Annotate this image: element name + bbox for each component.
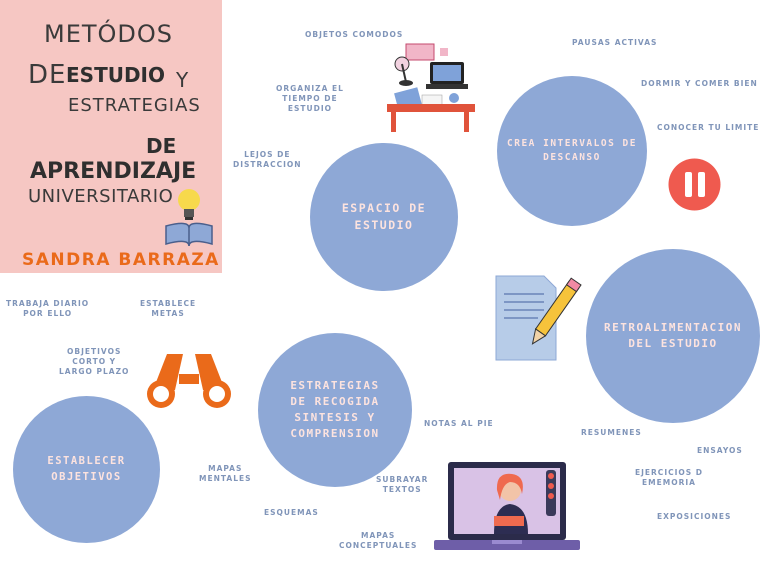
circle-estrategias-label: ESTRATEGIAS DE RECOGIDA SINTESIS Y COMPR… [290,379,380,440]
title-line-de2: DE [146,134,177,158]
note-ensayos: ENSAYOS [697,446,743,455]
title-line-aprendizaje: APRENDIZAJE [30,159,197,184]
note-dormir-comer: DORMIR Y COMER BIEN [641,79,758,88]
title-line-y: Y [176,68,190,92]
circle-intervalos-descanso: CREA INTERVALOS DE DESCANSO [497,76,647,226]
note-resumenes: RESUMENES [581,428,642,437]
note-mapas-conceptuales: MAPAS CONCEPTUALES [339,531,418,551]
note-ejercicios-memoria: EJERCICIOS D EMEMORIA [635,468,704,488]
circle-retroalimentacion: RETROALIMENTACION DEL ESTUDIO [586,249,760,423]
title-line-de: DE [28,60,67,90]
circle-espacio-estudio: ESPACIO DE ESTUDIO [310,143,458,291]
author-name: SANDRA BARRAZA [22,250,220,270]
document-pencil-icon [495,275,582,361]
note-objetivos-plazo: OBJETIVOS CORTO Y LARGO PLAZO [59,347,130,377]
circle-retro-label: RETROALIMENTACION DEL ESTUDIO [603,321,743,350]
note-conocer-limite: CONOCER TU LIMITE [657,123,760,132]
note-mapas-mentales: MAPAS MENTALES [199,464,252,484]
circle-estrategias: ESTRATEGIAS DE RECOGIDA SINTESIS Y COMPR… [258,333,412,487]
binoculars-icon [147,354,231,408]
note-pausas-activas: PAUSAS ACTIVAS [572,38,658,47]
note-objetos-comodos: OBJETOS COMODOS [305,30,404,39]
circle-espacio-label: ESPACIO DE ESTUDIO [341,201,427,232]
circle-establecer-objetivos: ESTABLECER OBJETIVOS [13,396,160,543]
lightbulb-book-icon [165,189,213,247]
laptop-reader-icon [434,462,580,550]
note-exposiciones: EXPOSICIONES [657,512,732,521]
circle-intervalos-label: CREA INTERVALOS DE DESCANSO [507,138,637,163]
note-esquemas: ESQUEMAS [264,508,319,517]
title-line-estrategias: ESTRATEGIAS [68,95,201,116]
note-organiza-tiempo: ORGANIZA EL TIEMPO DE ESTUDIO [276,84,344,114]
note-lejos-distraccion: LEJOS DE DISTRACCION [233,150,302,170]
note-trabaja-diario: TRABAJA DIARIO POR ELLO [6,299,90,319]
title-line-universitario: UNIVERSITARIO [28,186,174,207]
note-notas-al-pie: NOTAS AL PIE [424,419,494,428]
desk-icon [387,43,475,132]
title-line-metodos: METÓDOS [44,20,174,48]
note-establece-metas: ESTABLECE METAS [140,299,197,319]
title-line-estudio: ESTUDIO [66,63,165,87]
circle-objetivos-label: ESTABLECER OBJETIVOS [47,455,126,483]
pause-icon [668,158,721,211]
note-subrayar-textos: SUBRAYAR TEXTOS [376,475,429,495]
